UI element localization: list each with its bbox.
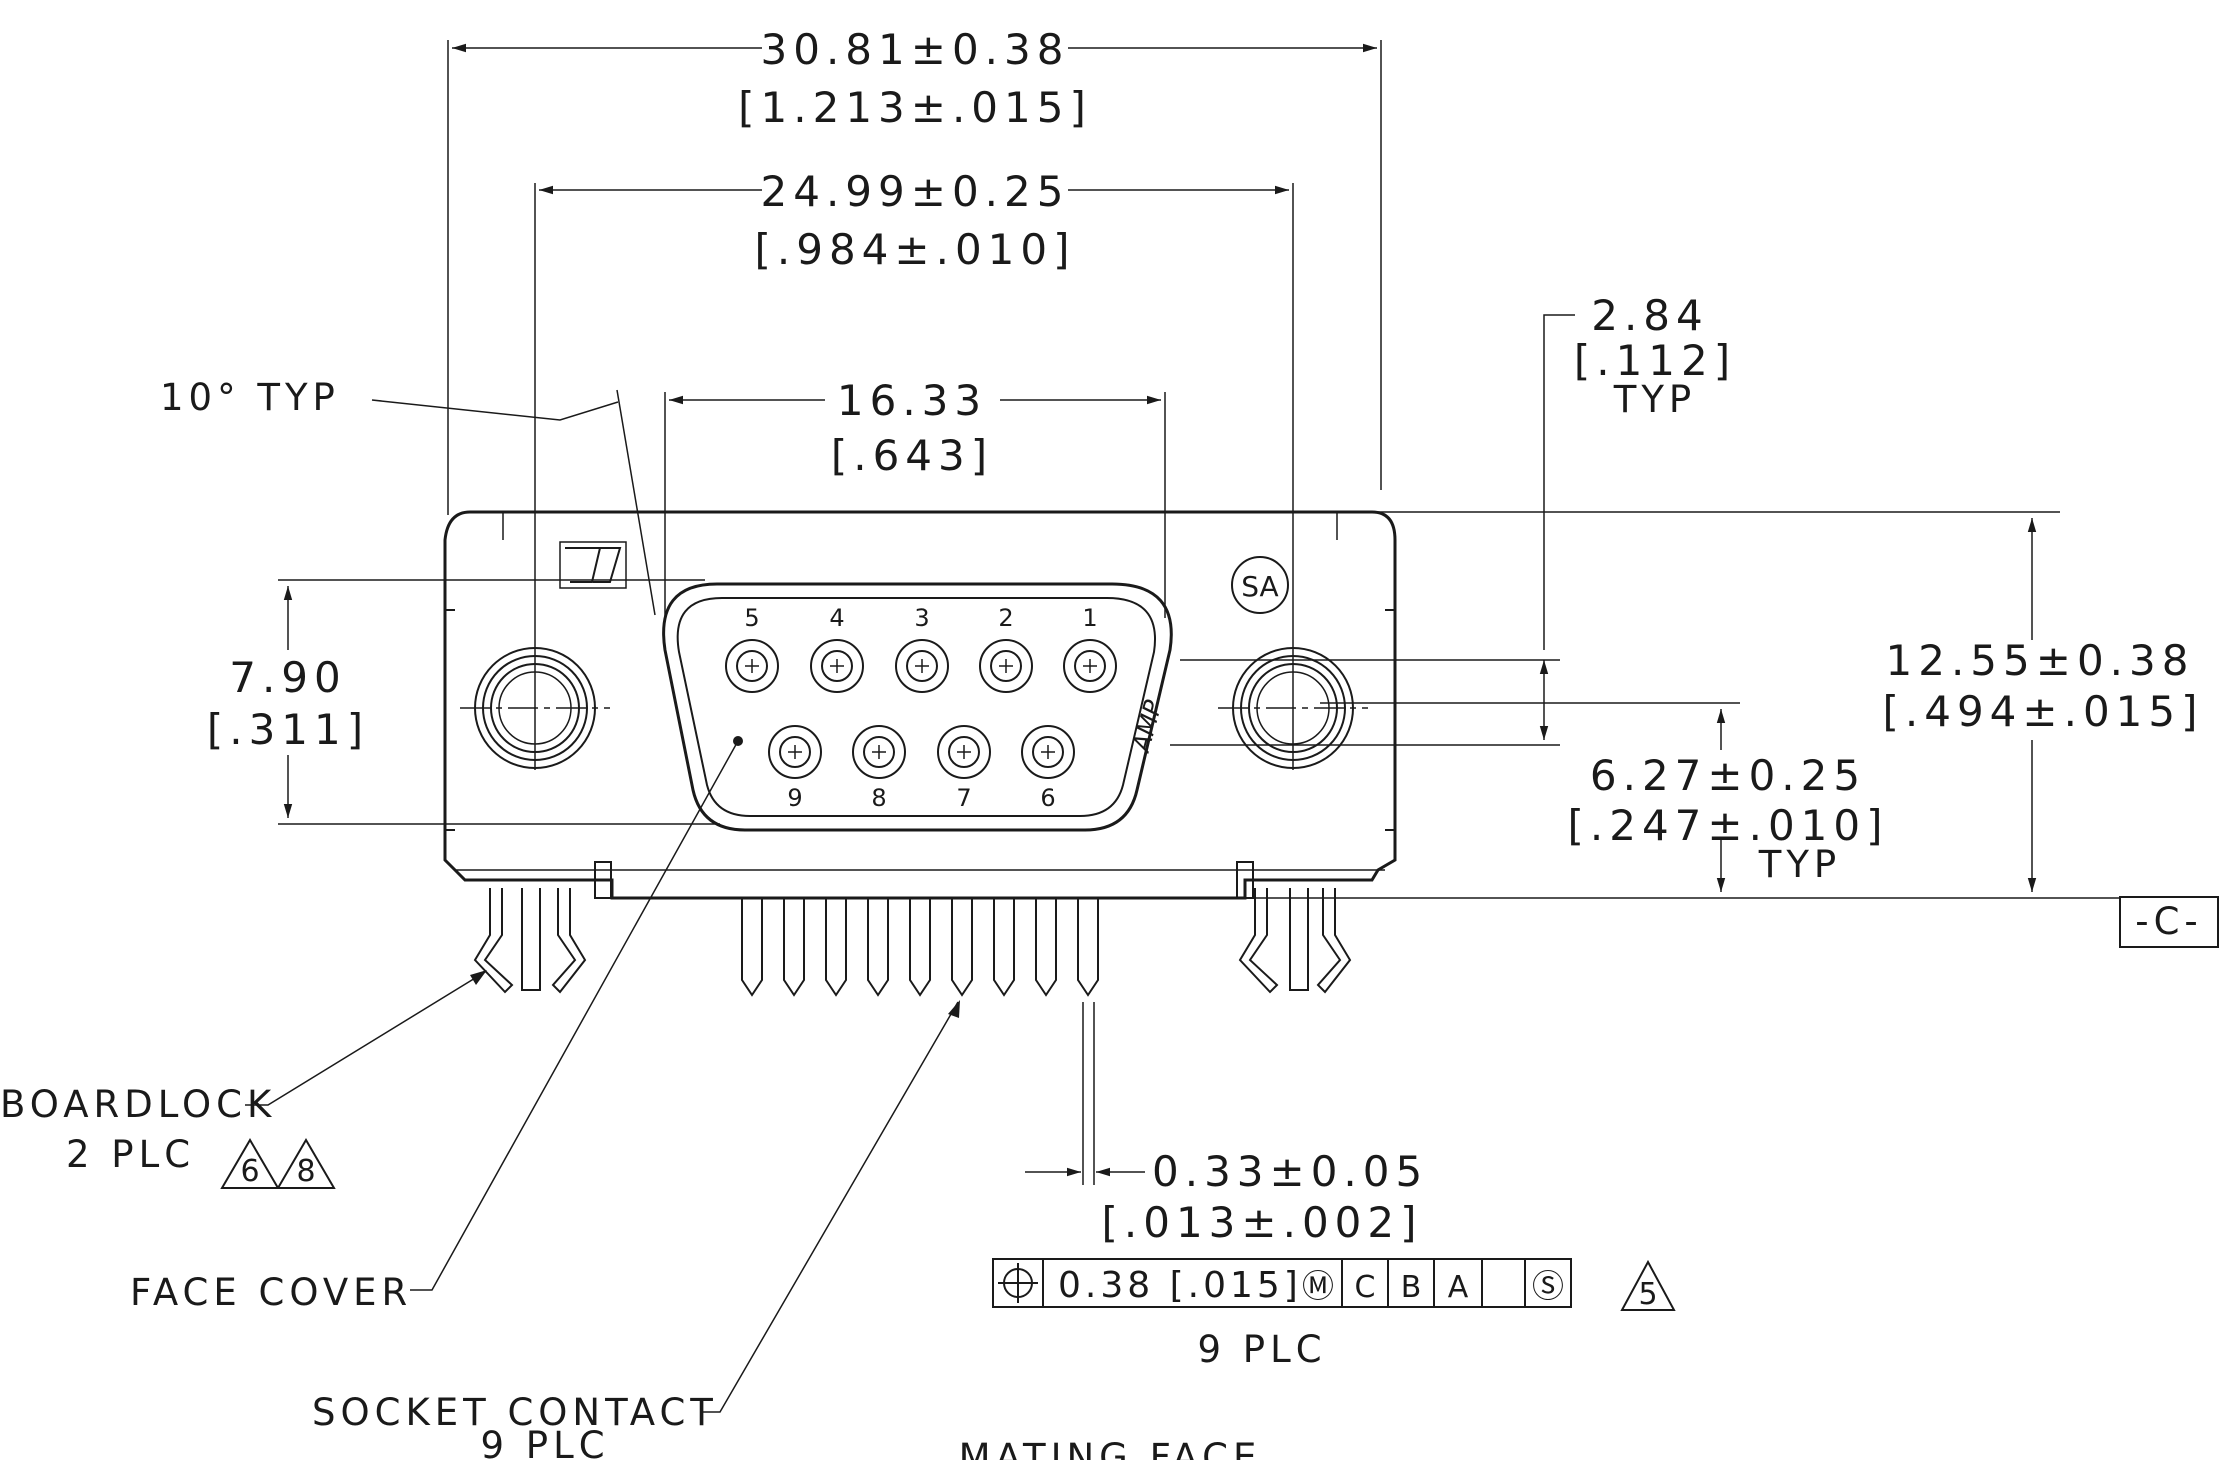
angle-note-text: 10° TYP	[160, 376, 340, 419]
mount-spacing-in: [.984±.010]	[755, 225, 1076, 274]
datum-ref-a: A	[1448, 1270, 1469, 1305]
pin-number-1: 1	[1082, 604, 1097, 632]
row-offset-note: TYP	[1613, 378, 1697, 421]
row-offset-dimension: 2.84 [.112] TYP	[1170, 291, 1736, 746]
contact-2	[979, 639, 1033, 693]
contact-4	[810, 639, 864, 693]
contact-5	[725, 639, 779, 693]
contact-9	[768, 725, 822, 779]
pin-number-3: 3	[914, 604, 929, 632]
csa-mark-icon: SA	[1231, 556, 1289, 614]
angle-note: 10° TYP	[160, 376, 656, 616]
socket-contact-label: SOCKET CONTACT	[312, 1391, 718, 1434]
pin-number-8: 8	[871, 784, 886, 812]
overall-height-in: [.494±.015]	[1883, 687, 2204, 736]
center-height-dimension: 6.27±0.25 [.247±.010] TYP	[1320, 702, 1889, 892]
pin-number-9: 9	[787, 784, 802, 812]
left-boardlock	[473, 888, 587, 994]
overall-height-dimension: 12.55±0.38 [.494±.015]	[1370, 511, 2204, 892]
contact-6	[1021, 725, 1075, 779]
right-mounting-hole	[1218, 647, 1368, 769]
tail-pins	[741, 898, 1099, 997]
shell-width-mm: 16.33	[837, 376, 987, 425]
socket-contacts: 5 4 3 2 1 9 8 7 6	[725, 604, 1117, 812]
position-symbol-icon	[998, 1263, 1038, 1303]
mount-spacing-dimension: 24.99±0.25 [.984±.010]	[534, 167, 1294, 770]
left-mounting-hole	[460, 647, 610, 769]
datum-c: -C-	[612, 896, 2219, 948]
contact-8	[852, 725, 906, 779]
pin-diameter-dimension: 0.33±0.05 [.013±.002]	[1025, 1002, 1428, 1247]
tolerance-count: 9 PLC	[1197, 1328, 1326, 1371]
pin-number-5: 5	[744, 604, 759, 632]
overall-width-mm: 30.81±0.38	[761, 25, 1070, 74]
center-height-note: TYP	[1758, 843, 1842, 886]
note-flag-5-text: 5	[1638, 1277, 1657, 1312]
mount-spacing-mm: 24.99±0.25	[761, 167, 1070, 216]
boardlock-flag-8: 8	[296, 1154, 315, 1189]
contact-7	[937, 725, 991, 779]
pin-diameter-in: [.013±.002]	[1102, 1198, 1423, 1247]
overall-width-dimension: 30.81±0.38 [1.213±.015]	[447, 25, 1382, 515]
boardlock-callout: BOARDLOCK 2 PLC 6 8	[0, 970, 487, 1189]
center-height-mm: 6.27±0.25	[1590, 751, 1866, 800]
center-height-in: [.247±.010]	[1568, 801, 1889, 850]
datum-ref-c: C	[1355, 1270, 1376, 1305]
shell-height-mm: 7.90	[229, 653, 347, 702]
boardlock-count: 2 PLC	[66, 1133, 195, 1176]
socket-contact-count: 9 PLC	[480, 1424, 609, 1460]
datum-ref-b: B	[1401, 1270, 1422, 1305]
pin-diameter-mm: 0.33±0.05	[1152, 1147, 1428, 1196]
face-cover-label: FACE COVER	[130, 1271, 412, 1314]
contact-3	[895, 639, 949, 693]
modifier-mmc: Ⓜ	[1302, 1267, 1334, 1305]
manufacturer-mark: AMP	[1127, 697, 1168, 757]
pin-number-6: 6	[1040, 784, 1055, 812]
shell-width-dimension: 16.33 [.643]	[664, 376, 1166, 618]
modifier-rfs: Ⓢ	[1532, 1267, 1564, 1305]
shell-width-in: [.643]	[831, 431, 993, 480]
tolerance-value: 0.38 [.015]	[1058, 1265, 1302, 1306]
row-offset-in: [.112]	[1574, 336, 1736, 385]
pin-number-7: 7	[956, 784, 971, 812]
connector-shell	[443, 510, 1397, 900]
position-tolerance-frame: 0.38 [.015] Ⓜ C B A Ⓢ 5 9 PLC	[992, 1258, 1676, 1371]
contact-1	[1063, 639, 1117, 693]
note-flag-5: 5	[1620, 1259, 1676, 1312]
row-offset-mm: 2.84	[1591, 291, 1709, 340]
boardlock-flag-6: 6	[240, 1154, 259, 1189]
boardlock-label: BOARDLOCK	[0, 1083, 276, 1126]
overall-height-mm: 12.55±0.38	[1886, 636, 2195, 685]
view-title: MATING FACE	[959, 1436, 1262, 1460]
shell-height-dimension: 7.90 [.311]	[207, 579, 720, 825]
shell-height-in: [.311]	[207, 705, 369, 754]
datum-label: -C-	[2135, 900, 2203, 943]
face-cover-callout: FACE COVER	[130, 740, 739, 1314]
right-boardlock	[1238, 888, 1352, 994]
socket-contact-callout: SOCKET CONTACT 9 PLC	[312, 1000, 960, 1460]
csa-mark-text: SA	[1241, 570, 1278, 603]
pin-number-2: 2	[998, 604, 1013, 632]
pin-number-4: 4	[829, 604, 844, 632]
ul-mark-icon	[559, 541, 627, 589]
overall-width-in: [1.213±.015]	[738, 83, 1092, 132]
